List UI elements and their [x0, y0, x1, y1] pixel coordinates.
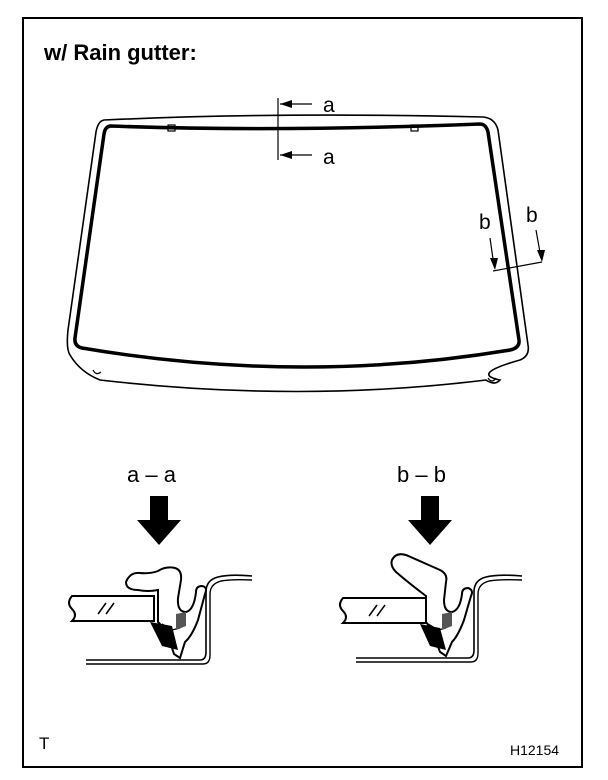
section-b-cutline — [492, 261, 543, 272]
bb-glass-hatch-2 — [376, 604, 386, 617]
section-a-arrowhead-top — [280, 100, 292, 108]
diagram-title: w/ Rain gutter: — [44, 40, 197, 65]
bottom-mark-left — [92, 369, 102, 375]
diagram-frame — [22, 17, 583, 768]
section-a-arrowhead-bottom — [280, 151, 292, 159]
aa-glass — [68, 595, 155, 622]
top-clip-left — [167, 124, 176, 132]
aa-body-panel-inner — [86, 578, 253, 665]
section-b-label-right: b — [526, 204, 538, 227]
section-aa-label: a – a — [127, 462, 176, 487]
bb-body-panel-inner — [356, 578, 523, 663]
aa-glass-hatch-2 — [105, 602, 115, 615]
section-b-arrowhead-left — [490, 258, 498, 270]
bb-body-panel — [356, 574, 523, 659]
section-bb-view-arrow — [408, 496, 452, 545]
section-bb-label: b – b — [397, 462, 446, 487]
section-a-label-bottom: a — [323, 146, 335, 169]
section-aa-view-arrow — [137, 496, 181, 545]
section-a-label-top: a — [323, 94, 335, 117]
page-marker: T — [39, 734, 50, 753]
top-clip-right — [410, 124, 419, 132]
bottom-mark-right — [487, 377, 497, 382]
windshield-glass-outline — [73, 122, 521, 369]
section-bb-detail — [339, 553, 523, 663]
section-b-label-left: b — [479, 211, 491, 234]
figure-id: H12154 — [510, 742, 560, 758]
aa-molding — [124, 566, 207, 660]
aa-dam — [176, 612, 186, 630]
aa-glass-hatch-1 — [97, 602, 107, 615]
bb-glass — [339, 597, 431, 624]
bb-molding — [390, 553, 473, 658]
aa-body-panel — [86, 574, 253, 661]
section-b-arrowhead-right — [537, 250, 545, 262]
bb-glass-hatch-1 — [368, 604, 378, 617]
bb-adhesive — [420, 624, 446, 650]
windshield-outer-outline — [66, 114, 530, 393]
bb-dam — [442, 612, 452, 630]
aa-adhesive — [150, 622, 178, 650]
section-aa-detail — [68, 566, 253, 665]
